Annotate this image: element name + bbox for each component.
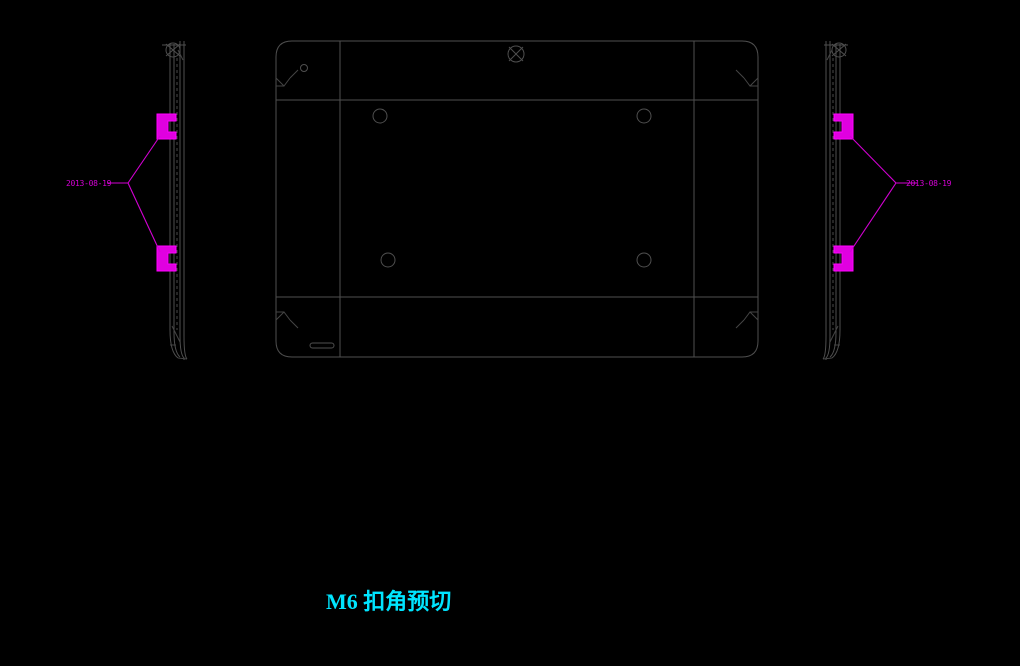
- hole-top-right: [636, 108, 652, 124]
- corner-notch-bottom-right: [735, 311, 759, 329]
- right-date-annotation: 2013-08-19: [906, 179, 952, 188]
- upper-clip-marker: [156, 113, 177, 140]
- main-plan-view: [275, 40, 759, 358]
- camera-hole: [300, 64, 308, 72]
- right-profile-outline: [822, 41, 841, 360]
- upper-clip-marker: [833, 113, 854, 140]
- lower-clip-marker: [833, 245, 854, 272]
- corner-notch-bottom-left: [275, 311, 299, 329]
- right-side-view: 2013-08-19: [822, 41, 952, 360]
- corner-notch-top-right: [735, 69, 759, 87]
- right-clip-markers: [833, 113, 854, 272]
- speaker-slot: [309, 342, 335, 349]
- right-leader-lines: [849, 135, 917, 253]
- corner-notch-top-left: [275, 69, 299, 87]
- hole-top-left: [372, 108, 388, 124]
- lower-clip-marker: [156, 245, 177, 272]
- main-body-outline: [275, 40, 759, 358]
- left-profile-outline: [169, 41, 188, 360]
- hole-bottom-left: [380, 252, 396, 268]
- left-clip-markers: [156, 113, 177, 272]
- left-date-annotation: 2013-08-19: [66, 179, 112, 188]
- left-leader-lines: [107, 135, 161, 253]
- left-side-view: 2013-08-19: [66, 41, 188, 360]
- hole-bottom-right: [636, 252, 652, 268]
- main-center-cross-mark: [507, 45, 525, 63]
- drawing-title: M6 扣角预切: [326, 589, 451, 614]
